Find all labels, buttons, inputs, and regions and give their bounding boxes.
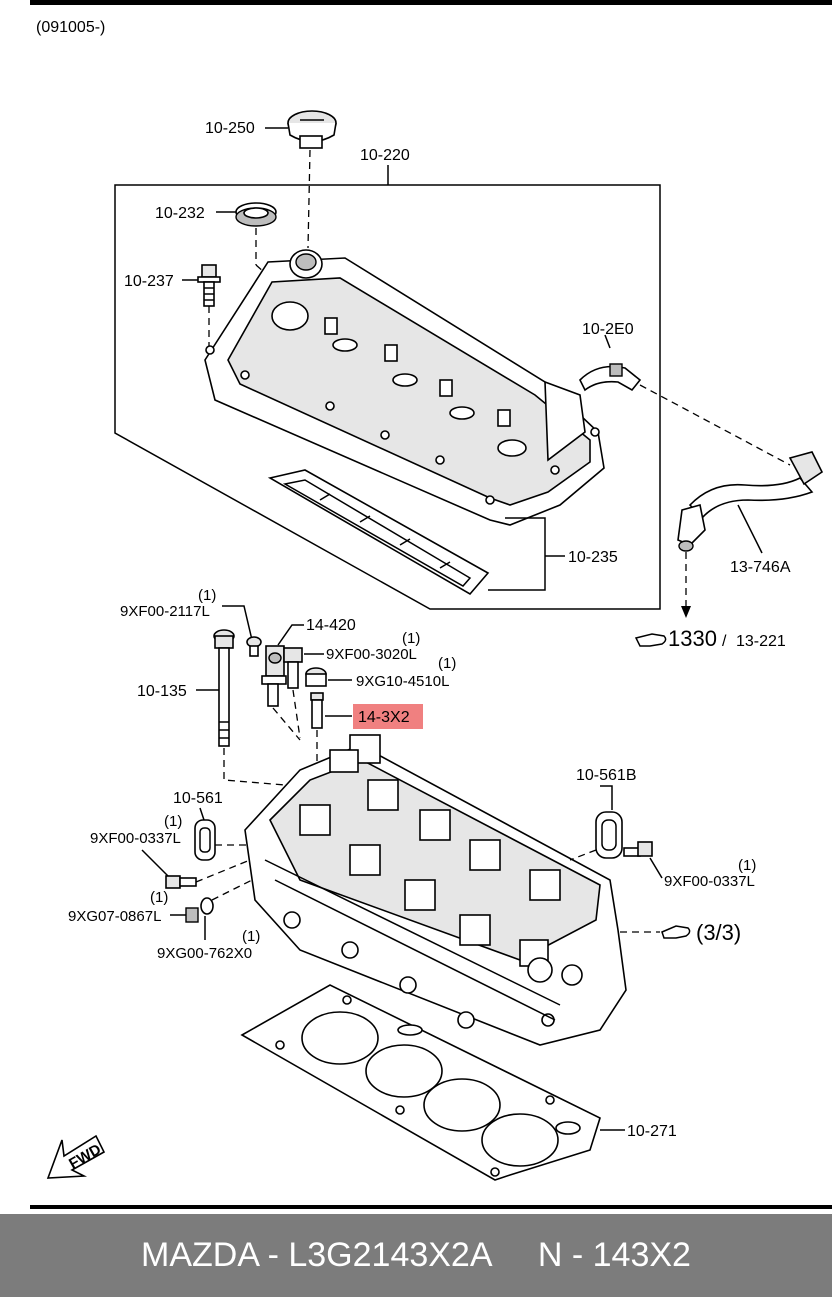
vent-hose-part bbox=[677, 451, 824, 552]
ref-hand-icon-2 bbox=[661, 925, 691, 939]
highlight-box bbox=[353, 704, 423, 729]
label-plug-0867: 9XG07-0867L bbox=[68, 908, 161, 925]
cover-assembly-frame bbox=[114, 184, 661, 610]
top-rule bbox=[30, 0, 832, 5]
label-oil-cap: 10-250 bbox=[205, 120, 255, 137]
label-pcv-valve: 10-2E0 bbox=[582, 321, 634, 338]
label-gasket-10561b: 10-561B bbox=[576, 767, 637, 784]
label-highlight-part: 14-3X2 bbox=[358, 709, 410, 726]
bolt-3020-part bbox=[283, 647, 303, 689]
label-cover-gasket: 10-235 bbox=[568, 549, 618, 566]
label-head-bolt: 10-135 bbox=[137, 683, 187, 700]
sensor-part bbox=[261, 645, 287, 707]
label-ref-13221: 13-221 bbox=[736, 633, 786, 650]
qty-1e: (1) bbox=[150, 889, 168, 906]
qty-1d: (1) bbox=[164, 813, 182, 830]
label-sensor: 14-420 bbox=[306, 617, 356, 634]
bolt-0337-left-part bbox=[165, 875, 197, 889]
label-cover-assy: 10-220 bbox=[360, 147, 410, 164]
cylinder-head-part bbox=[244, 734, 627, 1046]
bolt-2117-part bbox=[246, 636, 262, 657]
label-bolt-0337-left: 9XF00-0337L bbox=[90, 830, 181, 847]
seal-part bbox=[235, 202, 277, 227]
head-gasket-part bbox=[240, 984, 601, 1181]
label-gasket-10561: 10-561 bbox=[173, 790, 223, 807]
cover-gasket-part bbox=[267, 469, 490, 596]
label-ref-1330: 1330 bbox=[668, 626, 717, 651]
parts-diagram: (091005-) 10-220 10-250 10-232 10-237 bbox=[30, 0, 832, 1209]
plug-0867-part bbox=[185, 907, 199, 923]
pcv-valve-part bbox=[579, 363, 642, 392]
label-bolt-2117: 9XF00-2117L bbox=[120, 603, 210, 620]
qty-1f: (1) bbox=[242, 928, 260, 945]
nut-4510-part bbox=[305, 667, 327, 687]
label-head-gasket: 10-271 bbox=[627, 1123, 677, 1140]
qty-1g: (1) bbox=[738, 857, 756, 874]
cover-bolt-part bbox=[197, 264, 221, 307]
label-plug-762: 9XG00-762X0 bbox=[157, 945, 252, 962]
bolt-0337-right-part bbox=[623, 841, 653, 857]
label-bolt-3020: 9XF00-3020L bbox=[326, 646, 417, 663]
header-code: (091005-) bbox=[36, 19, 105, 36]
footer-bar: MAZDA - L3G2143X2A N - 143X2 bbox=[0, 1214, 832, 1297]
head-bolt-part bbox=[213, 629, 235, 747]
head-cover-part bbox=[204, 249, 605, 526]
qty-1c: (1) bbox=[438, 655, 456, 672]
qty-1b: (1) bbox=[402, 630, 420, 647]
ref-hand-icon bbox=[634, 633, 667, 647]
qty-1a: (1) bbox=[198, 587, 216, 604]
label-seal: 10-232 bbox=[155, 205, 205, 222]
gasket-10561b-part bbox=[595, 811, 623, 859]
label-ref-33: (3/3) bbox=[696, 920, 741, 945]
plug-762-part bbox=[200, 897, 214, 915]
stud-part bbox=[310, 692, 324, 729]
oil-cap-part bbox=[287, 110, 337, 149]
fwd-arrow-icon: FWD bbox=[46, 1134, 106, 1179]
label-nut-4510: 9XG10-4510L bbox=[356, 673, 449, 690]
label-bolt-0337-right: 9XF00-0337L bbox=[664, 873, 755, 890]
label-vent-hose: 13-746A bbox=[730, 559, 791, 576]
label-cover-bolt: 10-237 bbox=[124, 273, 174, 290]
gasket-10561-part bbox=[194, 819, 216, 861]
bottom-rule bbox=[30, 1205, 832, 1209]
ref-separator: / bbox=[722, 633, 727, 650]
footer-text: MAZDA - L3G2143X2A N - 143X2 bbox=[141, 1236, 691, 1274]
